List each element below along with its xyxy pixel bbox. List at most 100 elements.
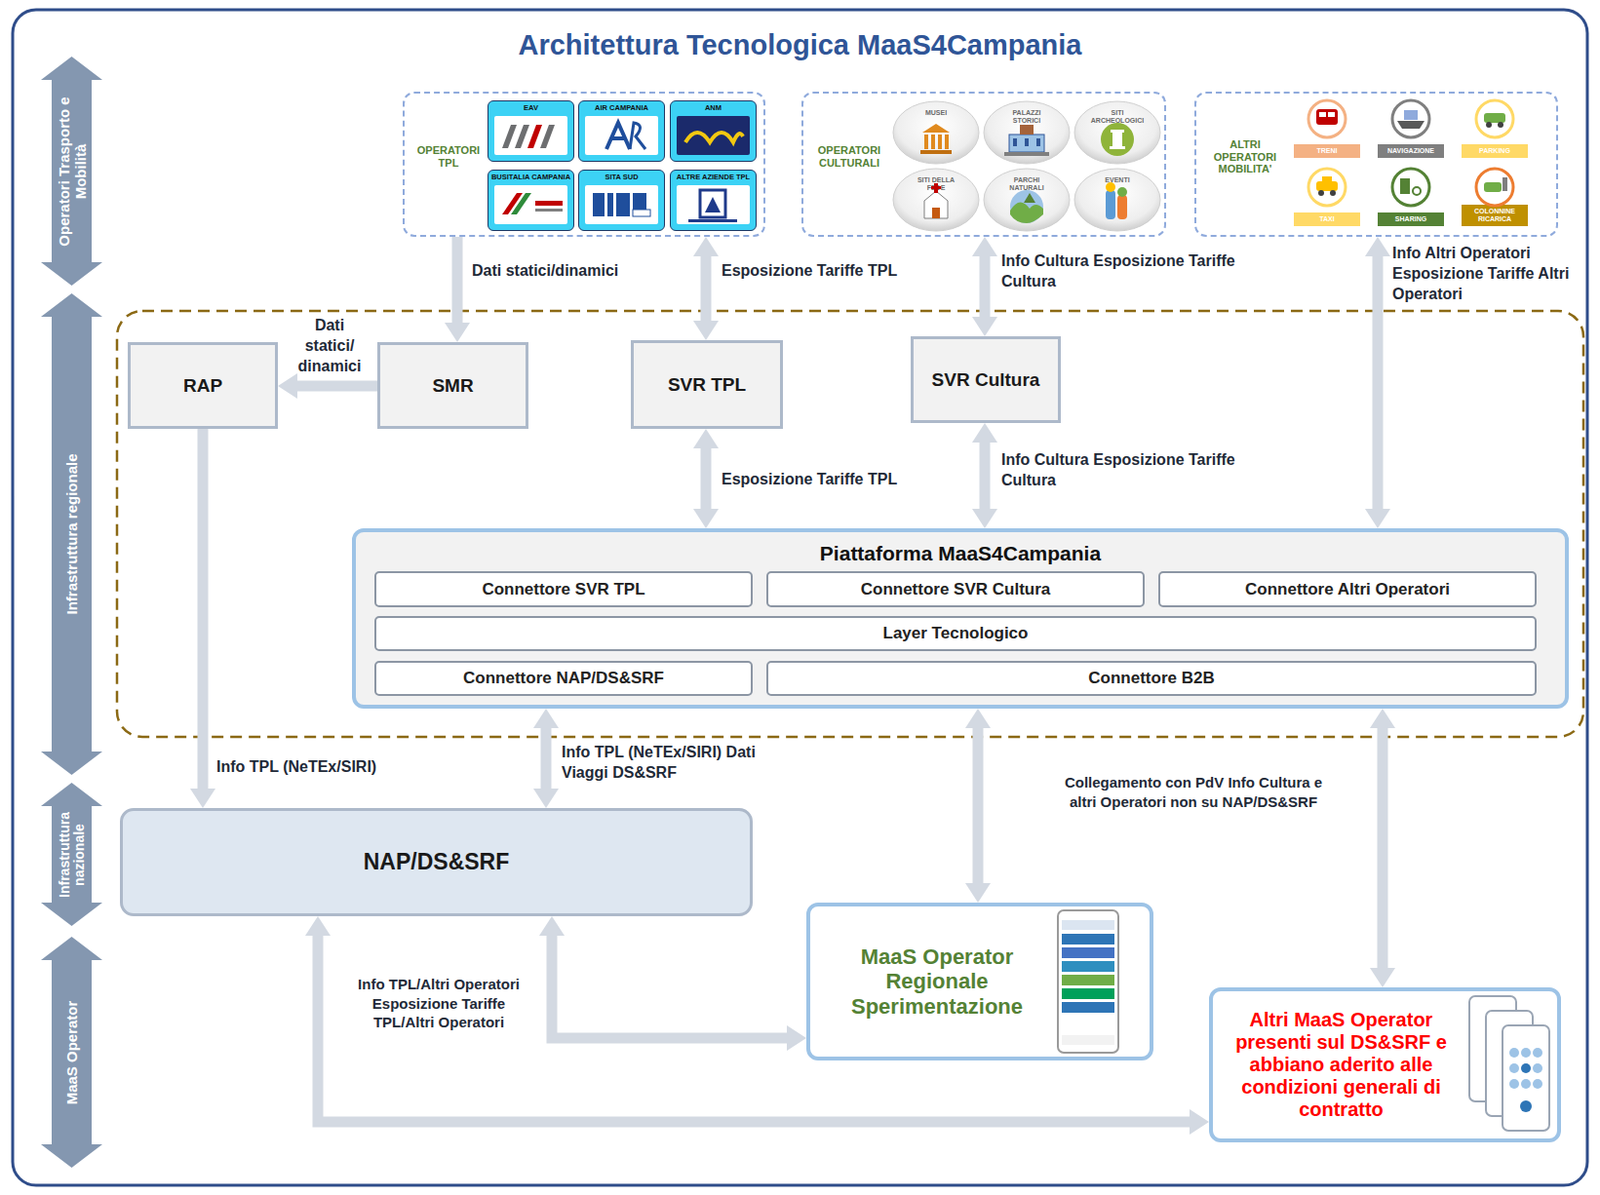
culture-site: EVENTI [1073, 167, 1162, 233]
arrow-connector [541, 728, 552, 789]
node-label: MaaS Operator [63, 951, 80, 1154]
node-label: Layer Tecnologico [883, 624, 1029, 644]
node-label: Connettore SVR Cultura [860, 580, 1052, 600]
node-label: PARKING [1461, 144, 1528, 158]
tpl-logos [494, 116, 750, 225]
culture-site: PARCHI NATURALI [982, 167, 1071, 233]
node-label: EVENTI [1089, 176, 1146, 185]
edge-label: Info Altri Operatori Esposizione Tariffe… [1392, 243, 1573, 305]
operator-tile: SITA SUD [578, 169, 665, 232]
node-label: BUSITALIA CAMPANIA [491, 173, 571, 183]
edge-label: Esposizione Tariffe TPL [721, 469, 927, 491]
node-label: NAP/DS&SRF [363, 849, 510, 875]
operator-tile: AIR CAMPANIA [578, 100, 665, 162]
node-label: SHARING [1377, 212, 1444, 227]
maas-operator-box: MaaS Operator Regionale Sperimentazione [806, 902, 1154, 1061]
connector-module: Connettore SVR Cultura [766, 571, 1145, 608]
node-label: SITI ARCHEOLOGICI [1089, 109, 1146, 125]
arrow-connector [1372, 256, 1384, 509]
connector-module: Connettore B2B [766, 661, 1537, 697]
platform-box: Piattaforma MaaS4CampaniaConnettore SVR … [351, 528, 1569, 709]
group-label: OPERATORI CULTURALI [807, 144, 892, 169]
edge-label: Esposizione Tariffe TPL [721, 261, 927, 282]
system-box: SVR TPL [630, 340, 783, 430]
node-label: PALAZZI STORICI [998, 109, 1055, 125]
connector-module: Connettore Altri Operatori [1158, 571, 1537, 608]
operator-tile: BUSITALIA CAMPANIA [487, 169, 575, 232]
arrow-connector [973, 728, 984, 884]
connector-module: Layer Tecnologico [374, 616, 1537, 652]
mobility-service: SHARING [1375, 165, 1446, 231]
mobility-service: TRENI [1291, 97, 1363, 162]
group-label: OPERATORI TPL [410, 144, 487, 169]
node-label: Connettore SVR TPL [481, 580, 645, 600]
node-label: ANM [704, 104, 722, 114]
connector-module: Connettore NAP/DS&SRF [374, 661, 753, 697]
mobility-service: PARKING [1459, 97, 1530, 162]
node-label: SMR [431, 375, 473, 397]
edge-label: Dati statici/ dinamici [289, 315, 370, 377]
node-label: Piattaforma MaaS4Campania [819, 542, 1101, 566]
arrow-connector [701, 448, 712, 509]
phone-regional [1057, 910, 1119, 1054]
edge-label: Info TPL/Altri Operatori Esposizione Tar… [355, 975, 522, 1033]
node-label: SITI DELLA FEDE [907, 176, 965, 193]
arrow-connector [551, 936, 787, 1039]
operator-group: OPERATORI TPL EAV AIR CAMPANIA ANM BUSITALIA… [402, 91, 766, 237]
culture-site: PALAZZI STORICI [982, 100, 1071, 165]
operator-tile: EAV [487, 100, 575, 162]
node-label: EAV [523, 104, 539, 114]
outer-frame [12, 9, 1588, 1186]
operator-tile: ANM [669, 100, 757, 162]
arrow-connector [297, 381, 378, 392]
node-label: NAVIGAZIONE [1377, 144, 1444, 158]
node-label: SVR Cultura [932, 369, 1041, 391]
node-label: SVR TPL [667, 374, 746, 396]
node-label: SITA SUD [604, 173, 638, 183]
node-label: RAP [183, 375, 223, 397]
edge-label: Info Cultura Esposizione Tariffe Cultura [1001, 450, 1246, 492]
mobility-icons [1308, 100, 1514, 206]
operator-tile: ALTRE AZIENDE TPL [669, 169, 757, 232]
phones-others [1469, 996, 1550, 1132]
maas-operator-box: Altri MaaS Operator presenti sul DS&SRF … [1209, 987, 1561, 1143]
layer-band: Infrastruttura nazionale [40, 782, 103, 927]
arrow-connector [979, 442, 991, 509]
operator-group: OPERATORI CULTURALI MUSEI PALAZZI STORICI S… [801, 91, 1167, 237]
system-box: RAP [127, 342, 278, 430]
node-label: MUSEI [907, 109, 965, 118]
layer-band: MaaS Operator [40, 936, 103, 1169]
edge-label: Info TPL (NeTEx/SIRI) Dati Viaggi DS&SRF [561, 742, 757, 784]
node-label: Operatori Trasporto e Mobilità [55, 71, 88, 272]
node-label: Connettore Altri Operatori [1245, 580, 1450, 600]
layer-band: Operatori Trasporto e Mobilità [40, 56, 103, 286]
edge-label: Collegamento con PdV Info Cultura e altr… [1061, 773, 1326, 812]
node-label: AIR CAMPANIA [594, 104, 649, 114]
edge-label: Info TPL (NeTEx/SIRI) [216, 757, 422, 779]
node-label: COLONNINE RICARICA [1461, 204, 1528, 227]
edge-label: Info Cultura Esposizione Tariffe Cultura [1001, 251, 1236, 293]
system-box: SVR Cultura [910, 336, 1061, 424]
mobility-service: TAXI [1291, 165, 1363, 231]
group-label: ALTRI OPERATORI MOBILITA' [1200, 138, 1290, 176]
node-label: TAXI [1293, 212, 1361, 227]
node-label: ALTRE AZIENDE TPL [676, 173, 750, 183]
node-label: Infrastruttura nazionale [56, 797, 87, 912]
node-label: Altri MaaS Operator presenti sul DS&SRF … [1222, 1009, 1460, 1122]
node-label: Connettore B2B [1088, 668, 1214, 689]
culture-icons [920, 122, 1134, 224]
operator-group: ALTRI OPERATORI MOBILITA'TRENI NAVIGAZION… [1194, 91, 1559, 237]
connector-module: Connettore SVR TPL [374, 571, 753, 608]
layer-band: Infrastruttura regionale [40, 293, 103, 776]
culture-site: SITI DELLA FEDE [892, 167, 980, 233]
node-label: Infrastruttura regionale [63, 308, 80, 761]
arrow-connector [452, 236, 464, 323]
arrow-connector [979, 256, 991, 317]
arrow-connector [1377, 728, 1389, 969]
node-label: MaaS Operator Regionale Sperimentazione [821, 944, 1053, 1019]
system-box: SMR [377, 342, 529, 430]
culture-site: MUSEI [892, 100, 980, 165]
mobility-service: NAVIGAZIONE [1375, 97, 1446, 162]
node-label: PARCHI NATURALI [998, 176, 1055, 193]
